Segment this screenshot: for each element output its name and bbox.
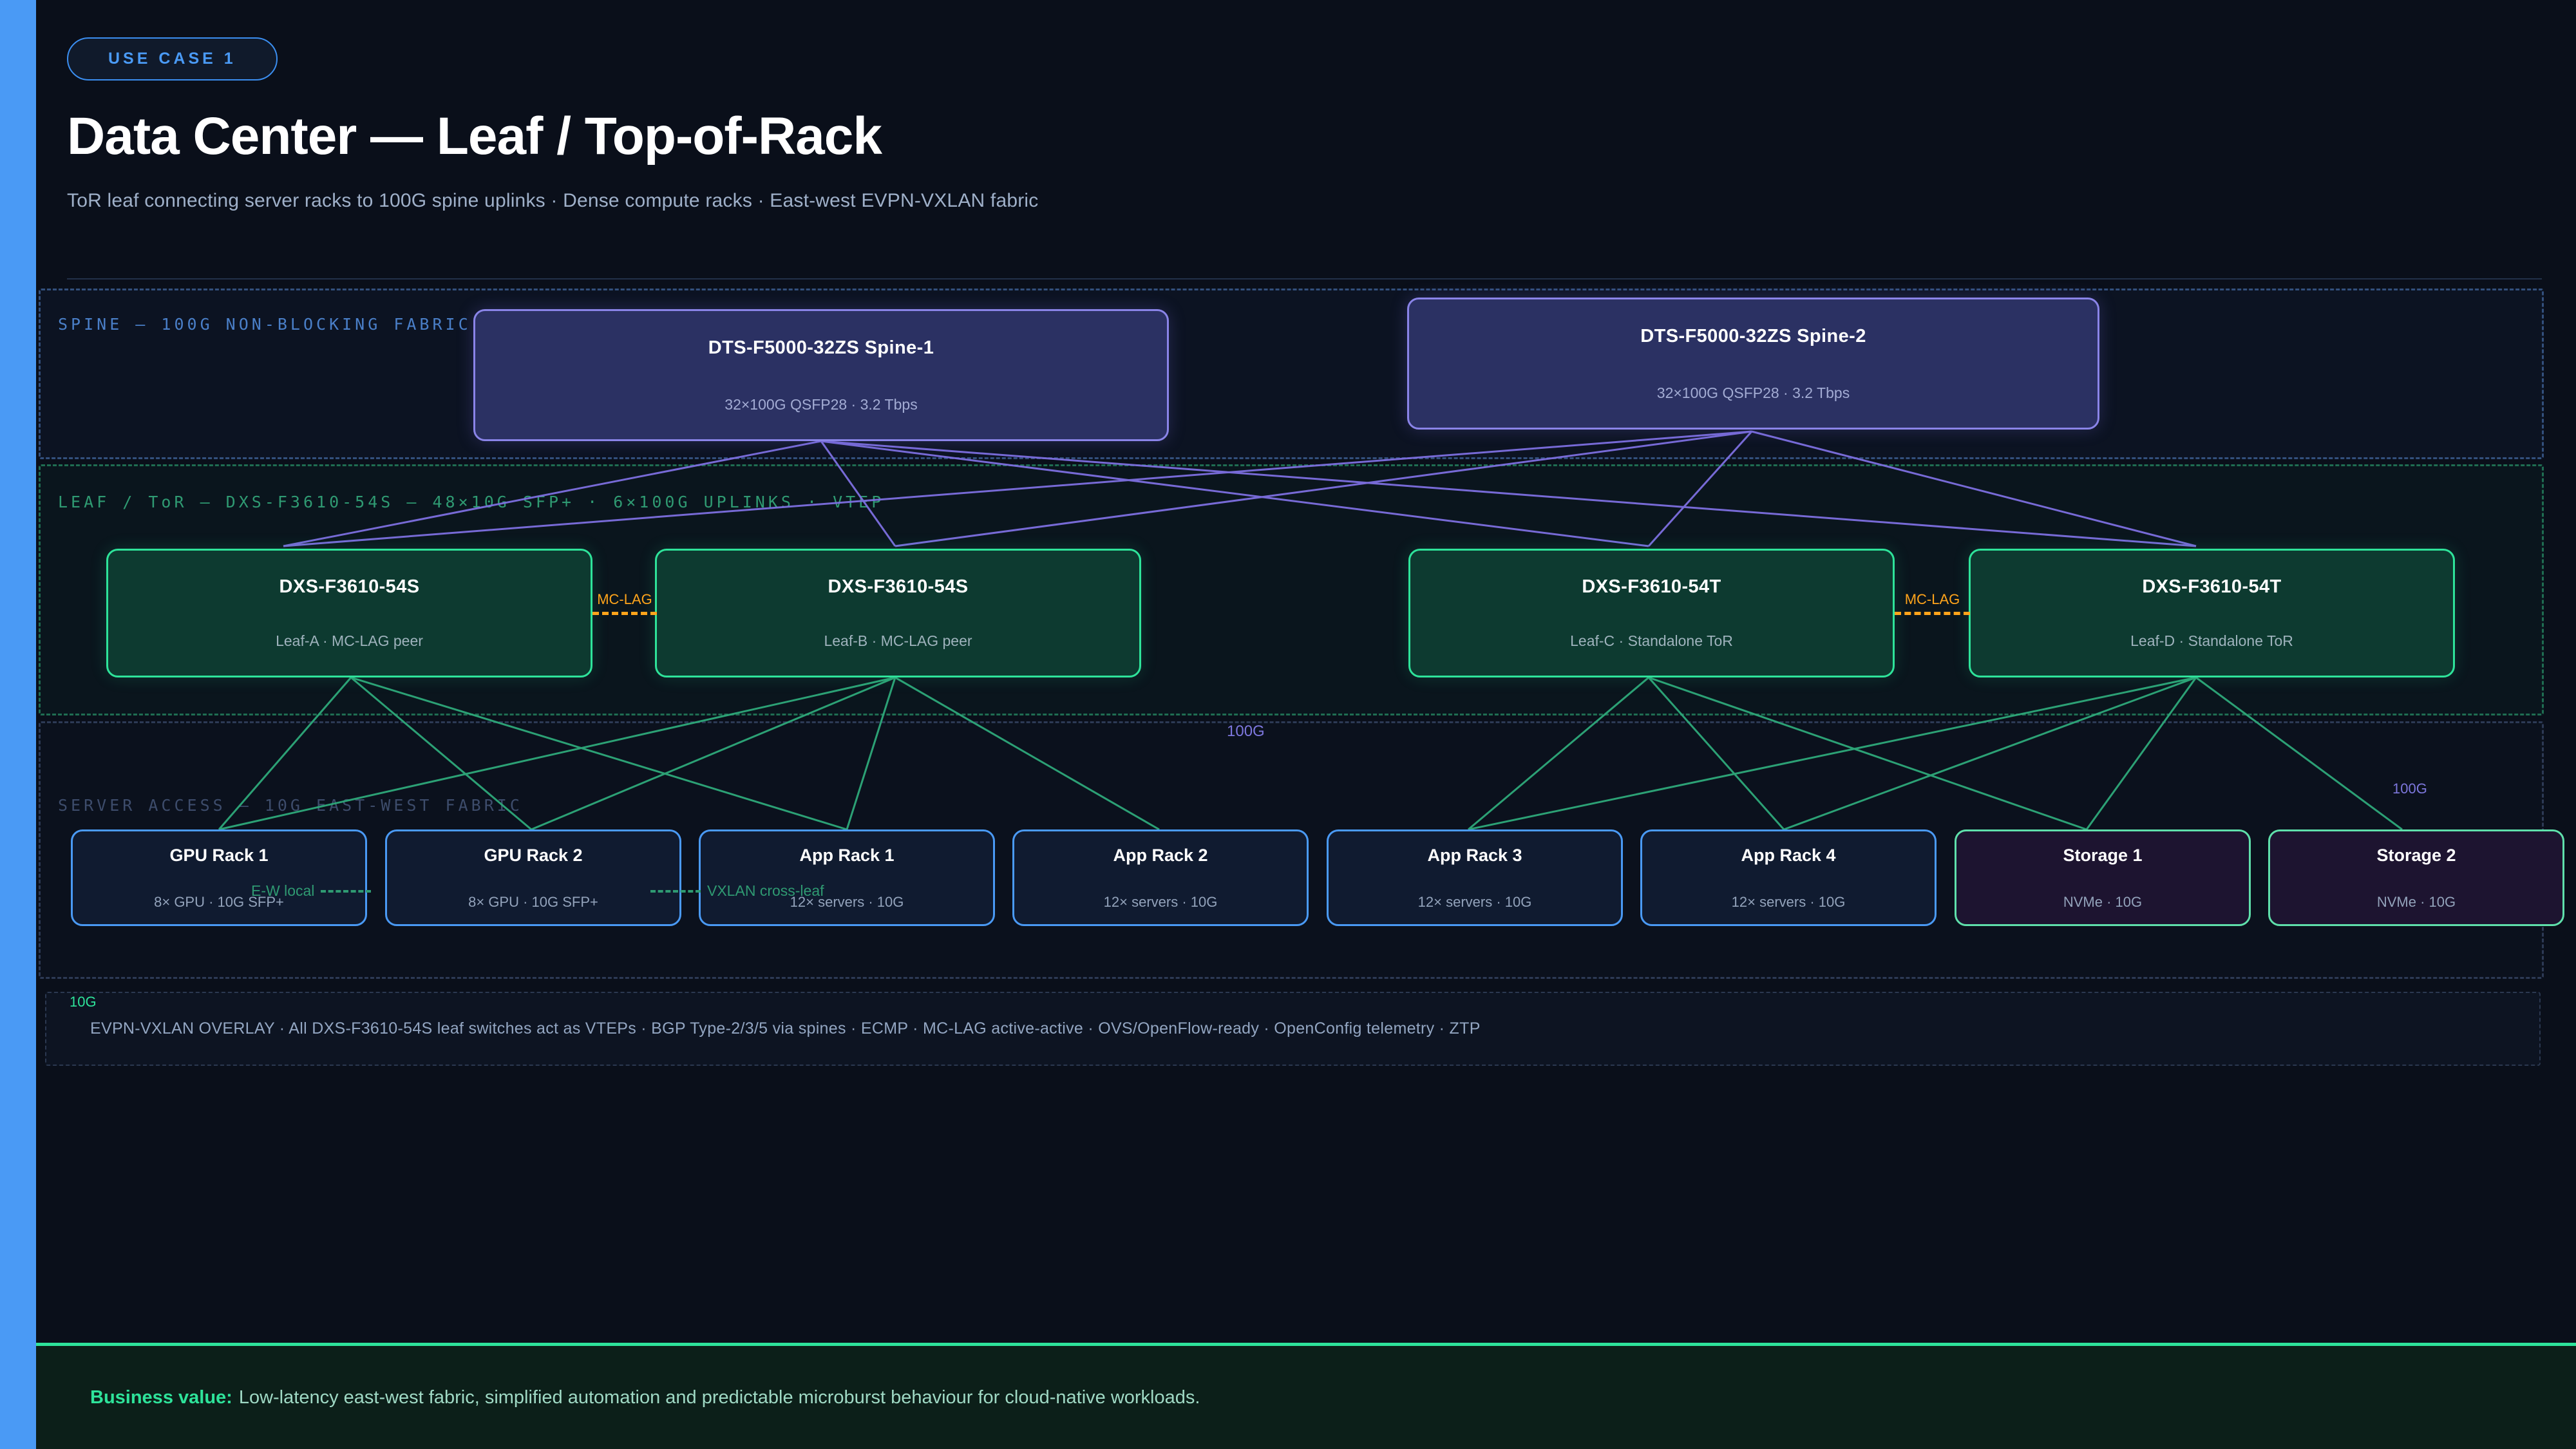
layer-label-leaf: LEAF / ToR — DXS-F3610-54S — 48×10G SFP+… (58, 493, 885, 511)
access-node-app-rack-2-sub: 12× servers · 10G (1103, 893, 1218, 910)
access-node-app-rack-4-title: App Rack 4 (1741, 845, 1836, 865)
edge-label-ew-local: E-W local (251, 882, 372, 900)
access-node-storage-2-title: Storage 2 (2376, 845, 2456, 865)
vxlan-cross-leaf-dashes (650, 889, 701, 893)
edge-label-access-downlink: 10G (70, 994, 97, 1010)
spine-node-1-title: DTS-F5000-32ZS Spine-1 (708, 337, 934, 358)
use-case-badge: USE CASE 1 (67, 37, 278, 80)
leaf-node-b-sub: Leaf-B · MC-LAG peer (824, 632, 972, 649)
edge-label-spine-uplink-right: 100G (2392, 781, 2427, 797)
spine-node-1-sub: 32×100G QSFP28 · 3.2 Tbps (724, 395, 918, 413)
overlay-note-container (45, 992, 2541, 1066)
access-node-gpu-rack-2[interactable]: GPU Rack 2 8× GPU · 10G SFP+ (385, 829, 681, 926)
overlay-note-text: EVPN-VXLAN OVERLAY · All DXS-F3610-54S l… (90, 1019, 1481, 1037)
spine-node-2[interactable]: DTS-F5000-32ZS Spine-2 32×100G QSFP28 · … (1407, 298, 2099, 430)
access-node-app-rack-1-title: App Rack 1 (799, 845, 895, 865)
access-node-gpu-rack-1-sub: 8× GPU · 10G SFP+ (154, 893, 284, 910)
access-node-app-rack-1[interactable]: App Rack 1 12× servers · 10G (699, 829, 995, 926)
business-value-label: Business value: (90, 1387, 232, 1408)
business-value-text: Low-latency east-west fabric, simplified… (238, 1387, 1200, 1408)
access-node-app-rack-3[interactable]: App Rack 3 12× servers · 10G (1327, 829, 1623, 926)
layer-spine-container (39, 289, 2544, 459)
access-node-storage-1-sub: NVMe · 10G (2063, 893, 2143, 910)
access-node-app-rack-1-sub: 12× servers · 10G (790, 893, 904, 910)
access-node-storage-2-sub: NVMe · 10G (2376, 893, 2456, 910)
access-node-app-rack-2[interactable]: App Rack 2 12× servers · 10G (1012, 829, 1309, 926)
access-node-storage-1[interactable]: Storage 1 NVMe · 10G (1955, 829, 2251, 926)
leaf-node-b[interactable]: DXS-F3610-54S Leaf-B · MC-LAG peer (655, 549, 1141, 677)
edge-label-vxlan-cross-leaf-text: VXLAN cross-leaf (707, 882, 824, 899)
access-node-app-rack-2-title: App Rack 2 (1113, 845, 1208, 865)
access-node-gpu-rack-2-title: GPU Rack 2 (484, 845, 583, 865)
leaf-node-c-title: DXS-F3610-54T (1582, 576, 1721, 597)
network-diagram: SPINE — 100G NON-BLOCKING FABRIC LEAF / … (0, 283, 2576, 1069)
leaf-node-c[interactable]: DXS-F3610-54T Leaf-C · Standalone ToR (1408, 549, 1895, 677)
access-node-app-rack-4[interactable]: App Rack 4 12× servers · 10G (1640, 829, 1937, 926)
leaf-node-c-sub: Leaf-C · Standalone ToR (1570, 632, 1733, 649)
leaf-node-b-title: DXS-F3610-54S (828, 576, 969, 597)
page-subtitle: ToR leaf connecting server racks to 100G… (67, 190, 1039, 211)
access-node-app-rack-3-title: App Rack 3 (1427, 845, 1522, 865)
leaf-node-d-sub: Leaf-D · Standalone ToR (2130, 632, 2293, 649)
left-accent-bar (0, 0, 36, 1449)
layer-label-spine: SPINE — 100G NON-BLOCKING FABRIC (58, 315, 471, 334)
access-node-gpu-rack-2-sub: 8× GPU · 10G SFP+ (468, 893, 598, 910)
leaf-node-a-title: DXS-F3610-54S (279, 576, 420, 597)
link-lines (218, 430, 2403, 831)
header-divider (67, 278, 2542, 279)
edge-label-vxlan-cross-leaf: VXLAN cross-leaf (650, 882, 824, 900)
mclag-link-left-label: MC-LAG (597, 591, 652, 607)
leaf-node-d-title: DXS-F3610-54T (2142, 576, 2282, 597)
access-node-gpu-rack-1-title: GPU Rack 1 (169, 845, 269, 865)
business-value-bar: Business value: Low-latency east-west fa… (36, 1343, 2576, 1449)
spine-node-2-title: DTS-F5000-32ZS Spine-2 (1640, 325, 1866, 346)
mclag-link-right: MC-LAG (1895, 592, 1970, 615)
access-node-storage-2[interactable]: Storage 2 NVMe · 10G (2268, 829, 2564, 926)
mclag-left-dashes (592, 612, 657, 615)
layer-label-access: SERVER ACCESS — 10G EAST-WEST FABRIC (58, 796, 523, 815)
access-node-gpu-rack-1[interactable]: GPU Rack 1 8× GPU · 10G SFP+ (71, 829, 367, 926)
spine-node-2-sub: 32×100G QSFP28 · 3.2 Tbps (1656, 384, 1850, 401)
ew-local-dashes (321, 889, 372, 893)
leaf-node-a[interactable]: DXS-F3610-54S Leaf-A · MC-LAG peer (106, 549, 592, 677)
leaf-node-a-sub: Leaf-A · MC-LAG peer (276, 632, 423, 649)
leaf-node-d[interactable]: DXS-F3610-54T Leaf-D · Standalone ToR (1969, 549, 2455, 677)
spine-node-1[interactable]: DTS-F5000-32ZS Spine-1 32×100G QSFP28 · … (473, 309, 1169, 441)
access-node-storage-1-title: Storage 1 (2063, 845, 2143, 865)
access-node-app-rack-3-sub: 12× servers · 10G (1417, 893, 1532, 910)
mclag-right-dashes (1895, 612, 1970, 615)
access-node-app-rack-4-sub: 12× servers · 10G (1731, 893, 1846, 910)
page-header: USE CASE 1 Data Center — Leaf / Top-of-R… (67, 37, 2540, 212)
edge-label-ew-local-text: E-W local (251, 882, 315, 899)
page-title: Data Center — Leaf / Top-of-Rack (67, 107, 882, 166)
edge-label-spine-uplink-mid: 100G (1227, 723, 1265, 740)
mclag-link-left: MC-LAG (592, 592, 657, 615)
mclag-link-right-label: MC-LAG (1904, 591, 1960, 607)
